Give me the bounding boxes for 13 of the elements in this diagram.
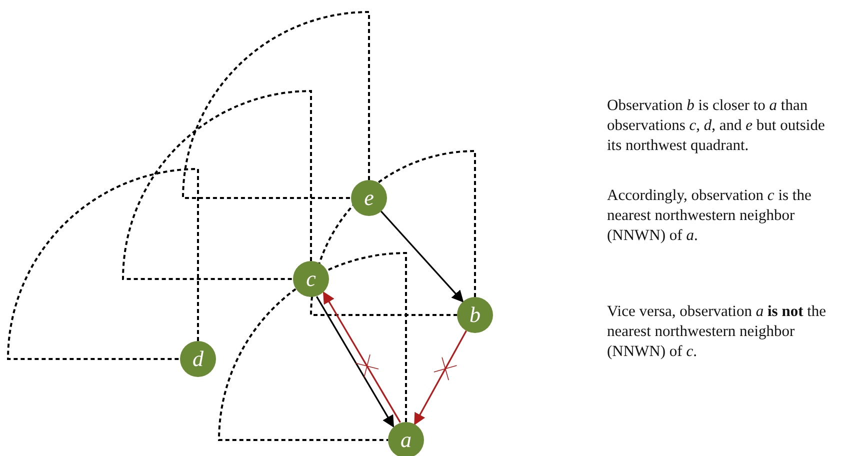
note-text: Vice versa, observation a is not the nearest northwestern neighbor (NNWN) of c.: [607, 302, 828, 362]
observation-node: [180, 341, 216, 377]
note-text: Accordingly, observation c is the nearest northwestern neighbor (NNWN) of a.: [607, 186, 812, 246]
node-label: e: [364, 187, 374, 209]
node-label: a: [400, 429, 412, 451]
observation-node: [457, 297, 493, 333]
node-label: d: [192, 348, 204, 370]
node-label: b: [470, 304, 480, 326]
note-text: Observation b is closer to a than observations c, d, and e but outside its northwest quadrant.: [607, 96, 826, 156]
observation-node: [351, 180, 387, 216]
observation-node: [388, 422, 424, 456]
node-label: c: [306, 268, 316, 290]
observation-node: [293, 261, 329, 297]
